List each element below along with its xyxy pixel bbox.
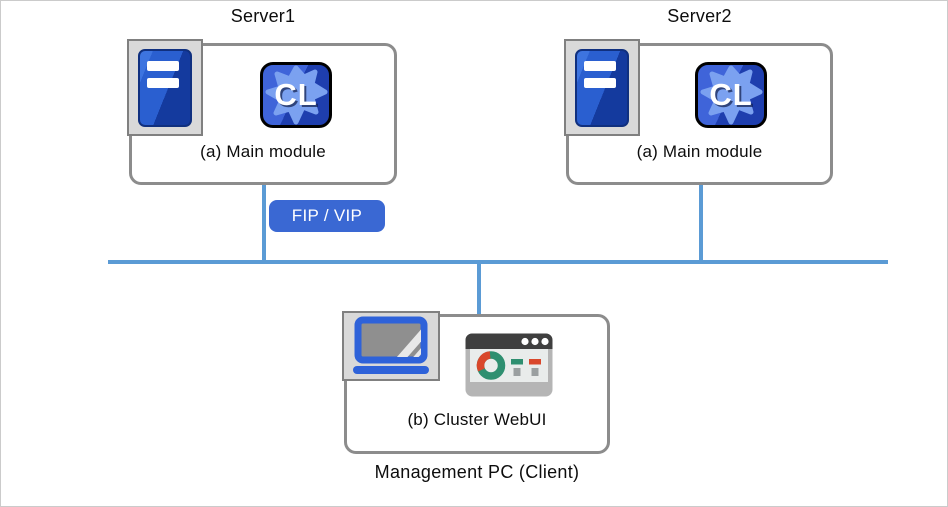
tower-slot (584, 77, 616, 88)
cluster-splash-shape (265, 65, 328, 125)
laptop-icon (353, 316, 429, 374)
management-pc-module-label: (b) Cluster WebUI (407, 410, 547, 429)
server2-drop-line (699, 185, 703, 261)
cl-monogram: CL (274, 77, 318, 112)
tower-slot (147, 60, 179, 71)
server1-title: Server1 (230, 6, 296, 26)
server1-icon-tray (127, 39, 203, 136)
server1-drop-line (262, 185, 266, 261)
server2-icon-tray (564, 39, 640, 136)
server-tower-icon (138, 48, 192, 127)
management-pc-icon-tray (342, 311, 440, 381)
server-tower-icon (575, 48, 629, 127)
fip-vip-badge: FIP / VIP (269, 200, 385, 232)
tower-slot (147, 77, 179, 88)
cl-monogram: CL (709, 77, 753, 112)
server1-module-label: (a) Main module (200, 142, 326, 161)
server2-module-label: (a) Main module (636, 142, 763, 161)
server2-title: Server2 (667, 6, 732, 26)
management-pc-caption: Management PC (Client) (374, 462, 580, 482)
cluster-app-icon: CL (695, 62, 767, 128)
tower-slot (584, 60, 616, 71)
network-backbone-line (108, 260, 888, 264)
cluster-splash-shape (700, 65, 763, 125)
cluster-app-icon: CL (260, 62, 332, 128)
webui-browser-icon (465, 333, 553, 397)
management-pc-drop-line (477, 261, 481, 315)
